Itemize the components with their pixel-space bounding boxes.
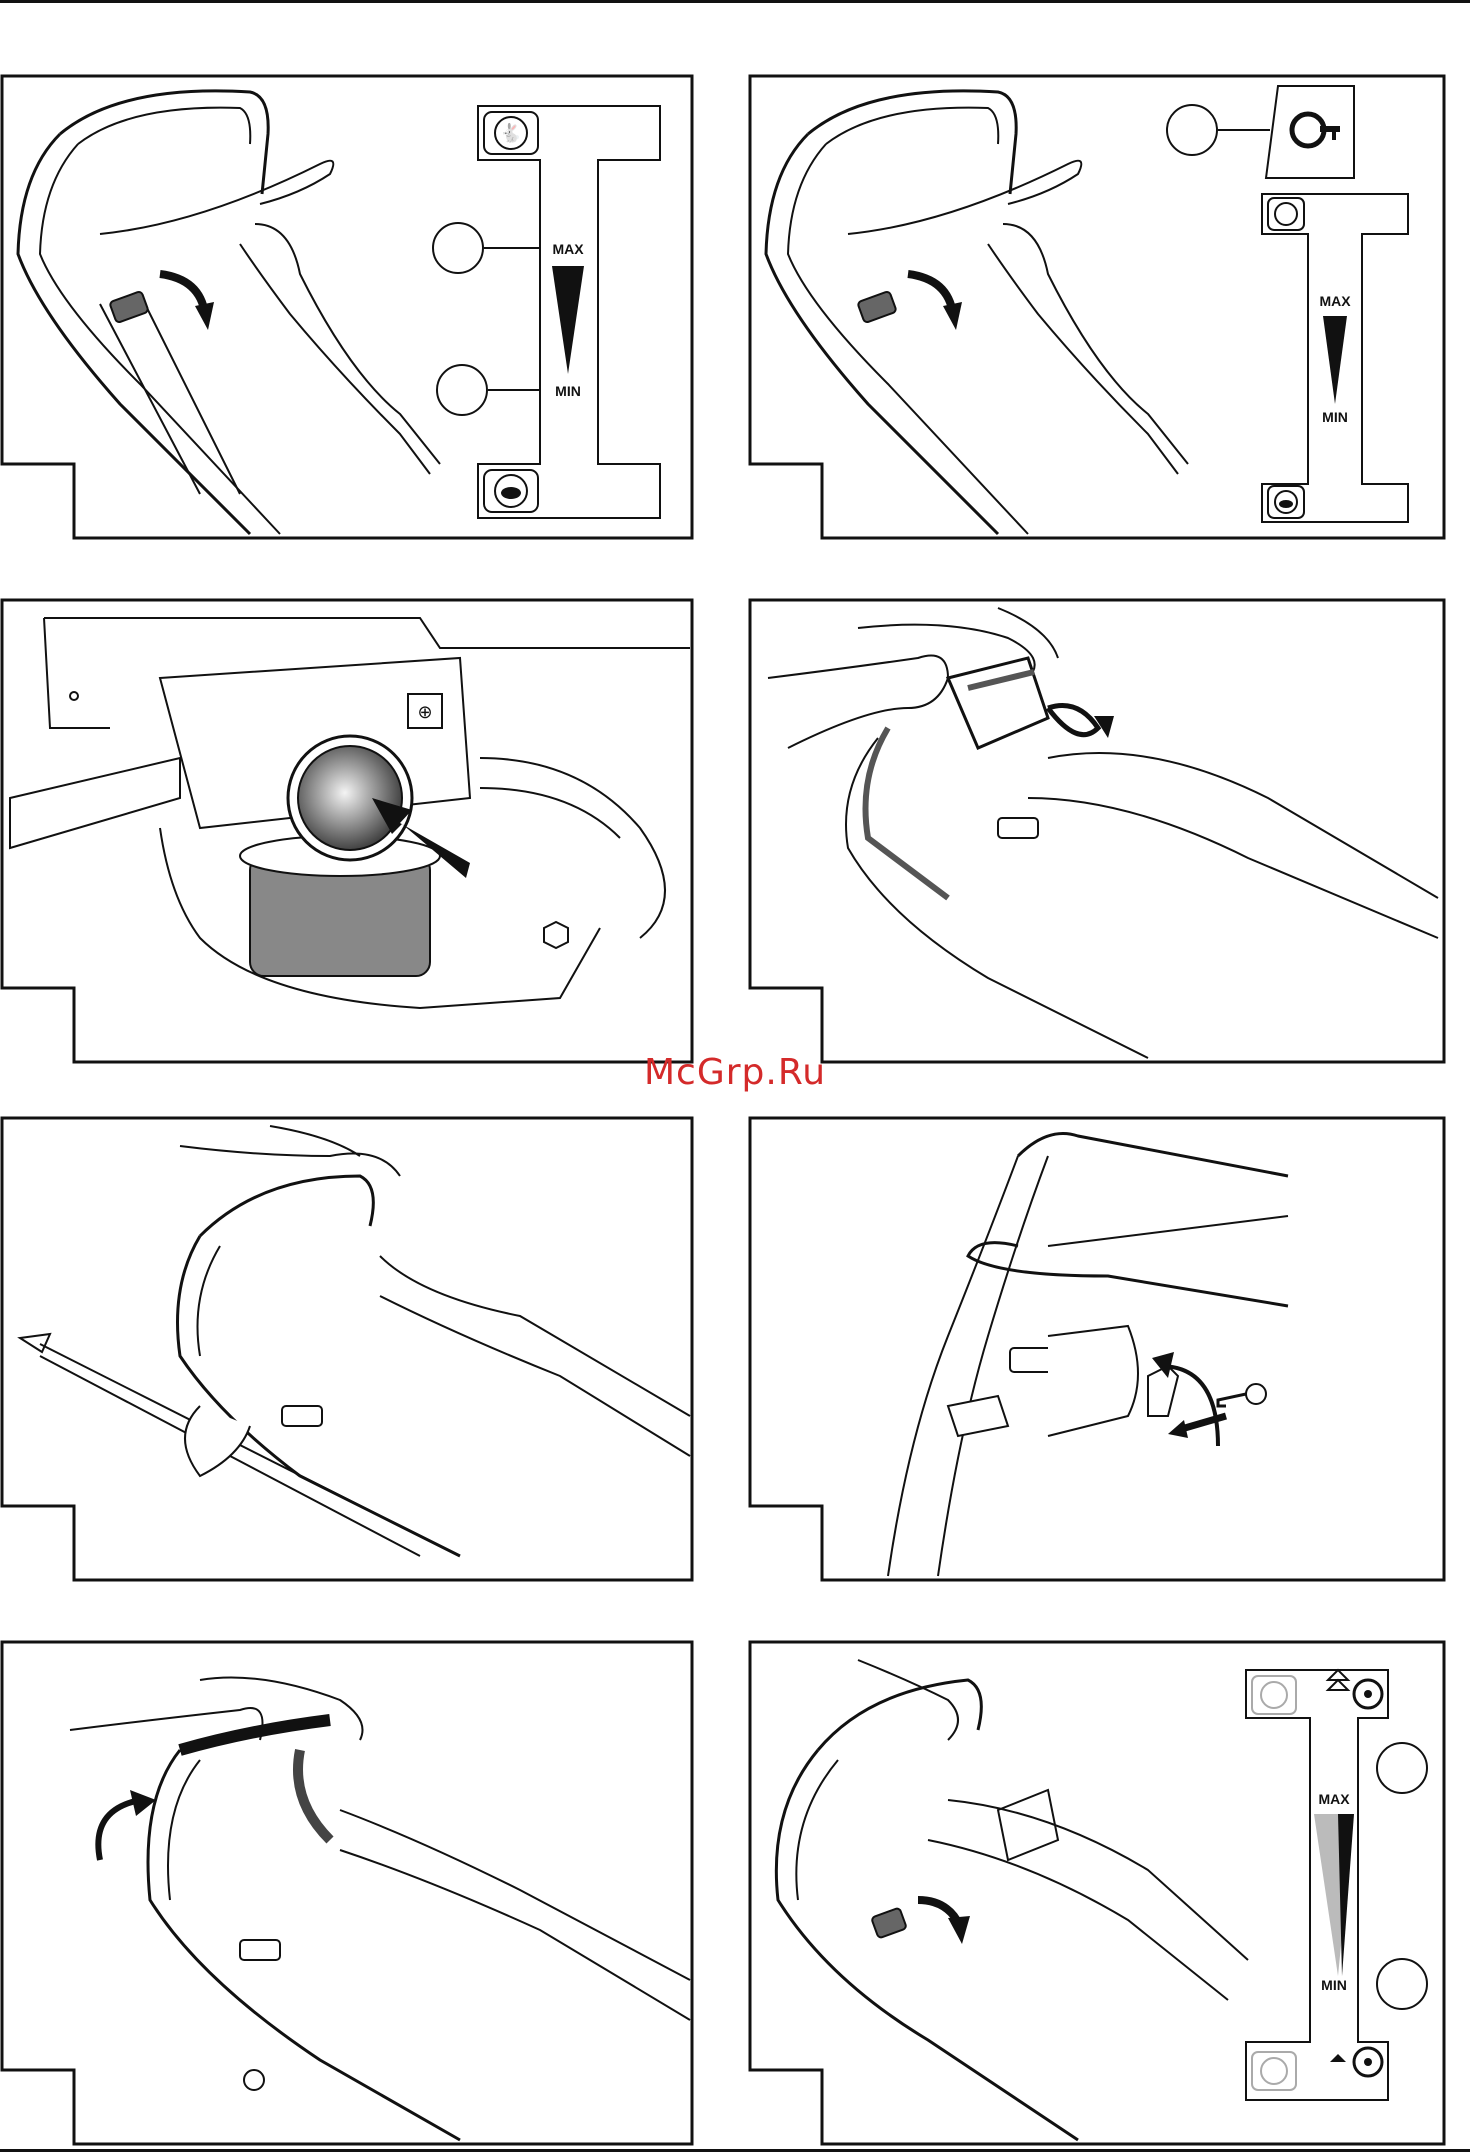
panel-handle-raise xyxy=(0,1640,696,2148)
panel-fuel-cap-fill: ⊕ xyxy=(0,598,696,1066)
svg-text:⊕: ⊕ xyxy=(417,702,432,722)
callout-min xyxy=(437,365,487,415)
min-label: MIN xyxy=(1322,409,1348,425)
callout-key xyxy=(1167,105,1217,155)
svg-text:🐇: 🐇 xyxy=(500,122,522,143)
panel-insert-ignition-key xyxy=(748,1116,1448,1584)
callout-max xyxy=(433,223,483,273)
key-icon xyxy=(1218,1384,1266,1406)
max-label: MAX xyxy=(552,241,584,257)
max-label: MAX xyxy=(1318,1791,1350,1807)
min-label: MIN xyxy=(1321,1977,1347,1993)
callout-max xyxy=(1377,1743,1427,1793)
max-label: MAX xyxy=(1319,293,1351,309)
fuel-cap xyxy=(298,746,402,850)
panel-speed-control-with-key: MAX MIN xyxy=(748,74,1448,542)
min-label: MIN xyxy=(555,383,581,399)
panel-handle-grip-lift xyxy=(748,598,1448,1066)
panel-drive-engage-lever: MAX MIN xyxy=(748,1640,1448,2148)
top-rule xyxy=(0,0,1470,3)
panel-pull-start-cord xyxy=(0,1116,696,1584)
panel-speed-control-lever: 🐇 MAX MIN xyxy=(0,74,696,542)
watermark: McGrp.Ru xyxy=(0,1052,1470,1093)
callout-min xyxy=(1377,1959,1427,2009)
